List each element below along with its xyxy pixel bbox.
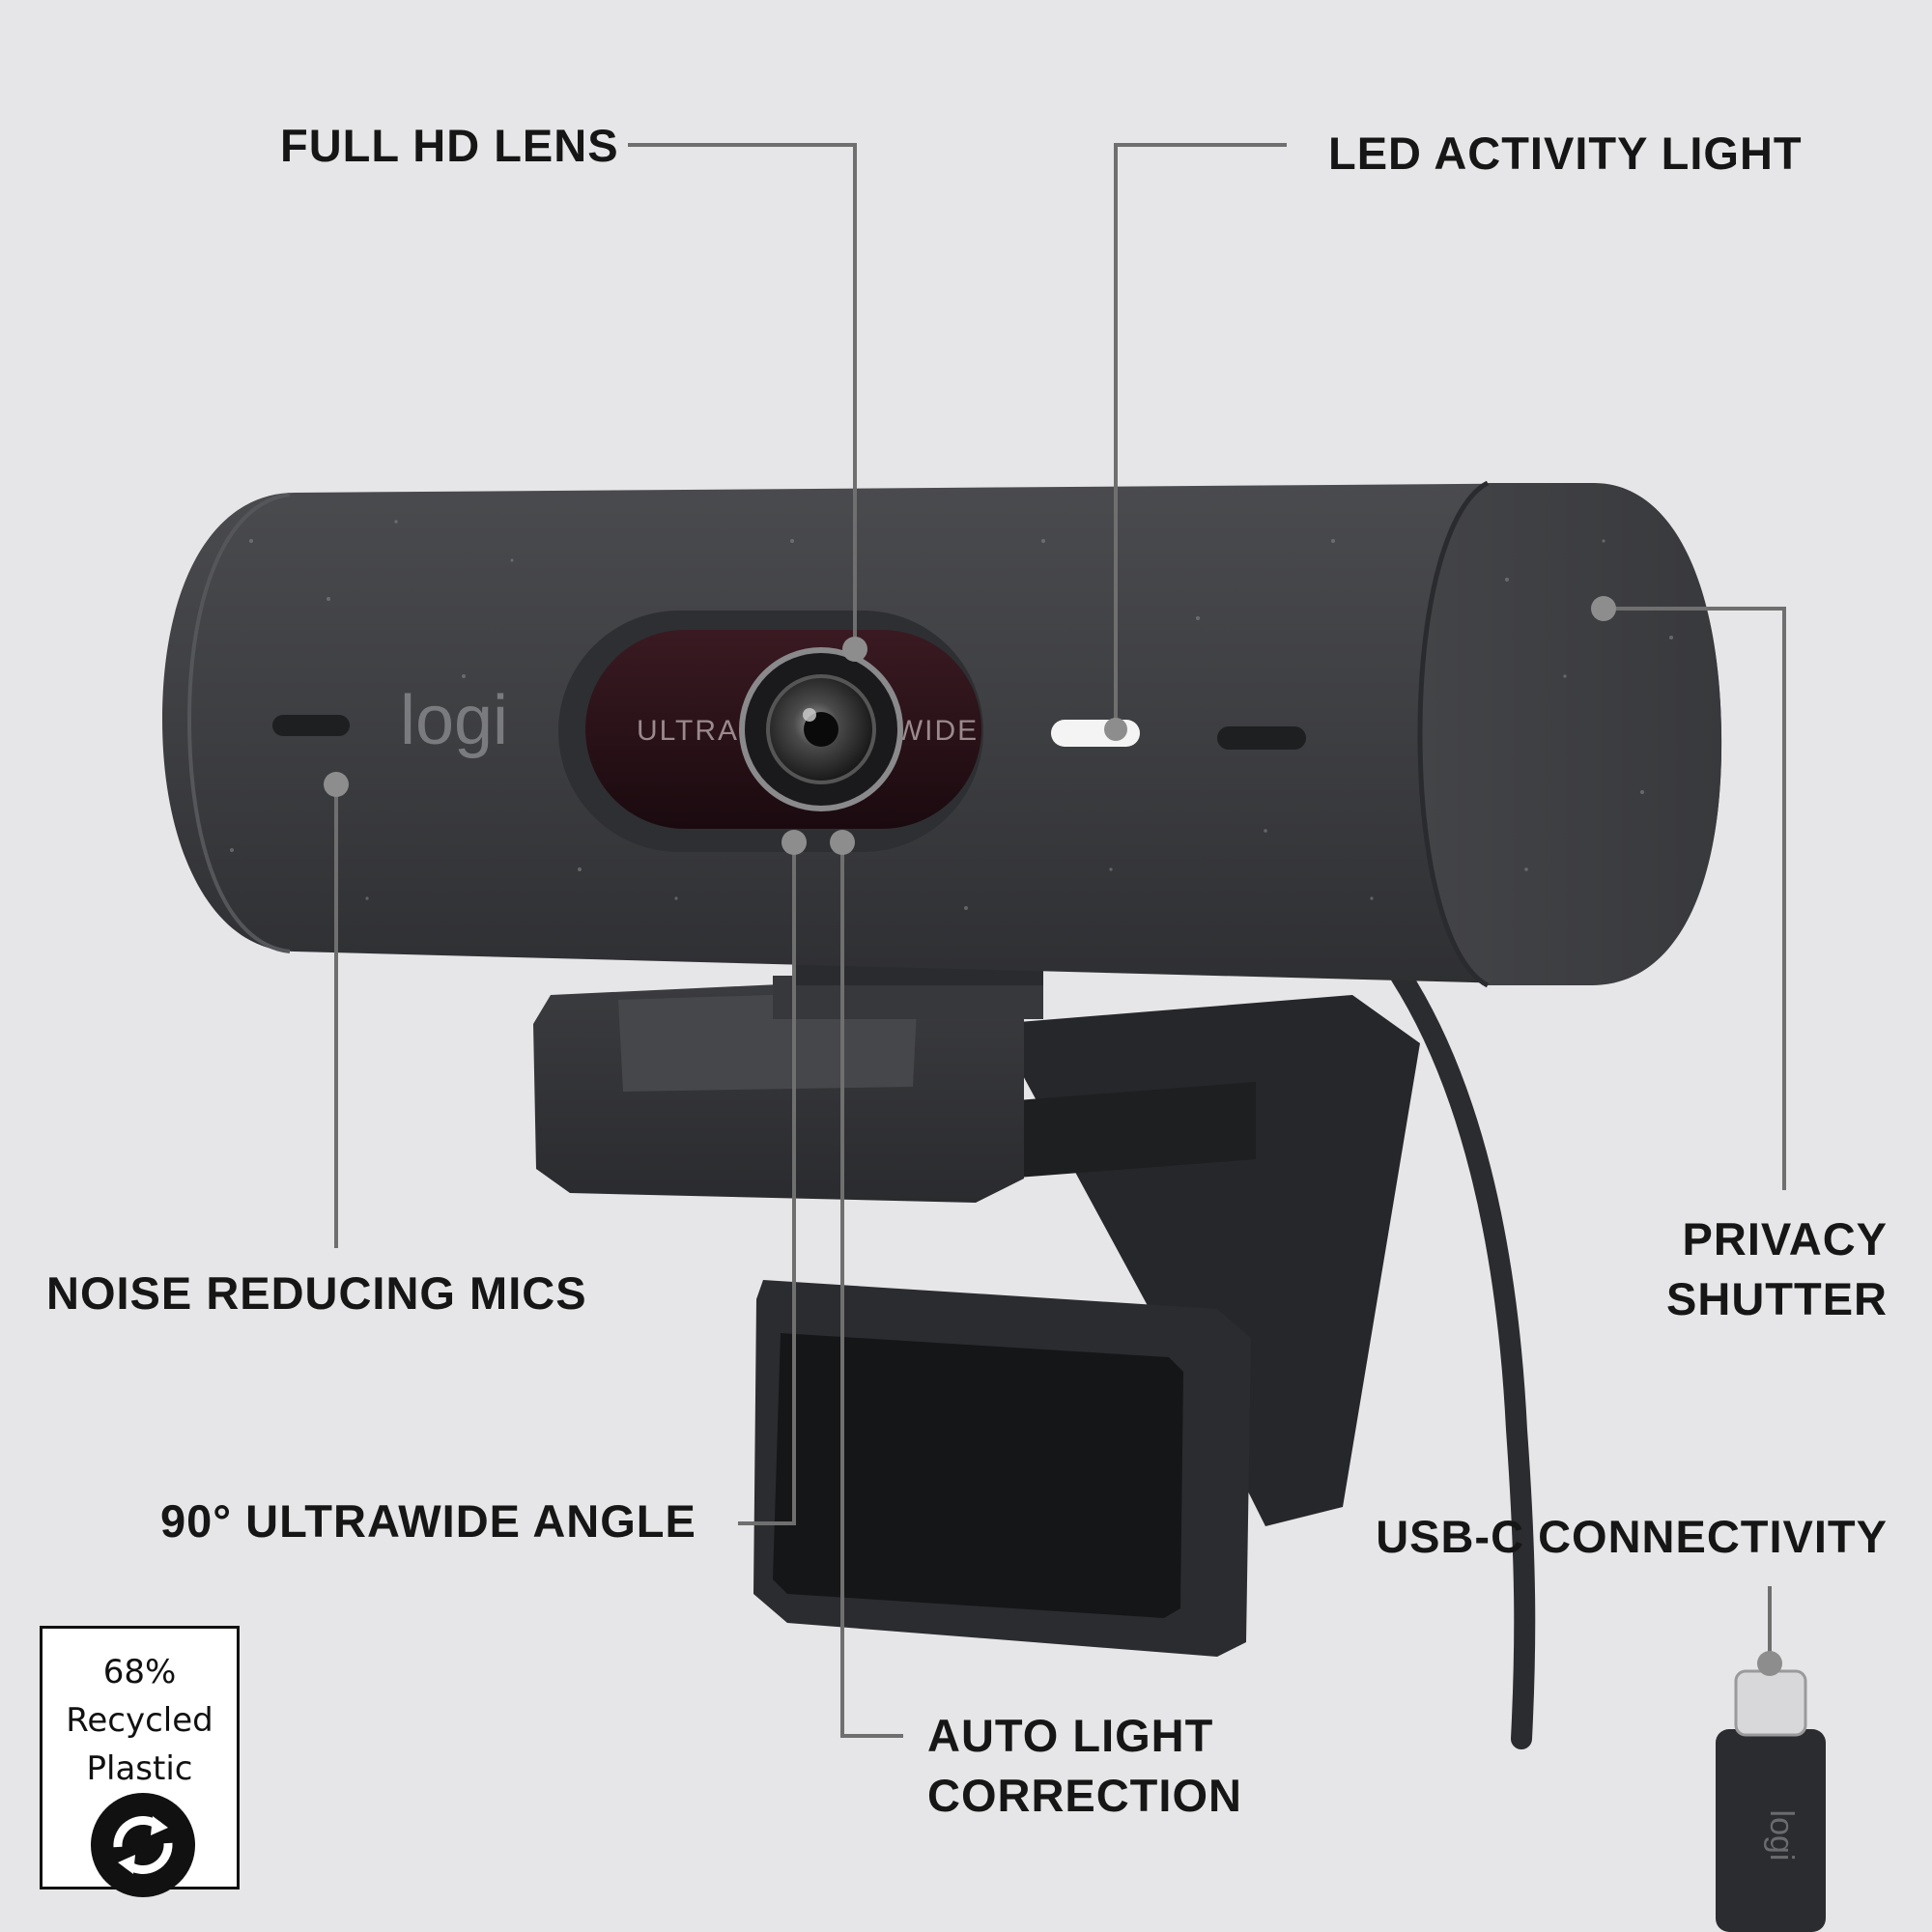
callout-line-auto-light — [840, 842, 903, 1738]
usb-c-plug-metal — [1734, 1669, 1807, 1737]
callout-auto-light-correction: AUTO LIGHT CORRECTION — [927, 1706, 1242, 1826]
callout-privacy-shutter: PRIVACY SHUTTER — [1666, 1209, 1888, 1329]
callout-noise-reducing-mics: NOISE REDUCING MICS — [46, 1267, 587, 1319]
body-speckles — [230, 520, 1673, 910]
callout-line-privacy — [1604, 607, 1786, 1190]
badge-plastic: Plastic — [86, 1749, 193, 1788]
left-mic-slot — [272, 715, 350, 736]
callout-dot-usb — [1757, 1651, 1782, 1676]
lens-text-ultra: ULTRA — [637, 715, 739, 747]
recycle-arrows-icon — [91, 1793, 195, 1897]
cable-logi-logo: logi — [1763, 1810, 1800, 1861]
callout-dot-ultrawide — [781, 830, 807, 855]
callout-line-full-hd-lens — [628, 143, 857, 649]
callout-auto-light-line1: AUTO LIGHT — [927, 1710, 1214, 1761]
right-mic-slot — [1217, 726, 1306, 750]
callout-dot-led — [1104, 718, 1127, 741]
callout-usb-c-connectivity: USB-C CONNECTIVITY — [1376, 1511, 1888, 1562]
callout-auto-light-line2: CORRECTION — [927, 1770, 1242, 1822]
usb-cable — [1390, 965, 1536, 1749]
logi-logo: logi — [400, 682, 508, 759]
callout-privacy-line1: PRIVACY — [1682, 1213, 1888, 1264]
mount-hinge — [1005, 1082, 1256, 1179]
badge-percent: 68% — [102, 1653, 177, 1691]
callout-lines — [334, 143, 1786, 1738]
callout-dot-mics — [324, 772, 349, 797]
recycled-plastic-badge: 68% Recycled Plastic — [40, 1626, 240, 1897]
callout-privacy-line2: SHUTTER — [1666, 1273, 1888, 1325]
callout-ultrawide-angle: 90° ULTRAWIDE ANGLE — [160, 1495, 696, 1547]
callout-full-hd-lens: FULL HD LENS — [280, 120, 619, 171]
privacy-shutter-cap — [1420, 483, 1722, 985]
mount-front-pad — [773, 1333, 1183, 1618]
badge-recycled: Recycled — [66, 1701, 213, 1740]
lens-highlight — [803, 708, 816, 722]
callout-led-activity-light: LED ACTIVITY LIGHT — [1328, 128, 1803, 179]
callout-dots — [324, 596, 1782, 1676]
left-cap-edge — [186, 493, 291, 953]
callout-dot-privacy — [1591, 596, 1616, 621]
usb-c-plug-body — [1716, 1729, 1826, 1932]
callout-line-ultrawide — [738, 842, 796, 1525]
callout-dot-auto-light — [830, 830, 855, 855]
callout-line-led — [1114, 143, 1287, 729]
callout-dot-lens — [842, 637, 867, 662]
lens-text-wide: WIDE — [895, 715, 979, 747]
privacy-shutter-edge — [1417, 480, 1490, 988]
